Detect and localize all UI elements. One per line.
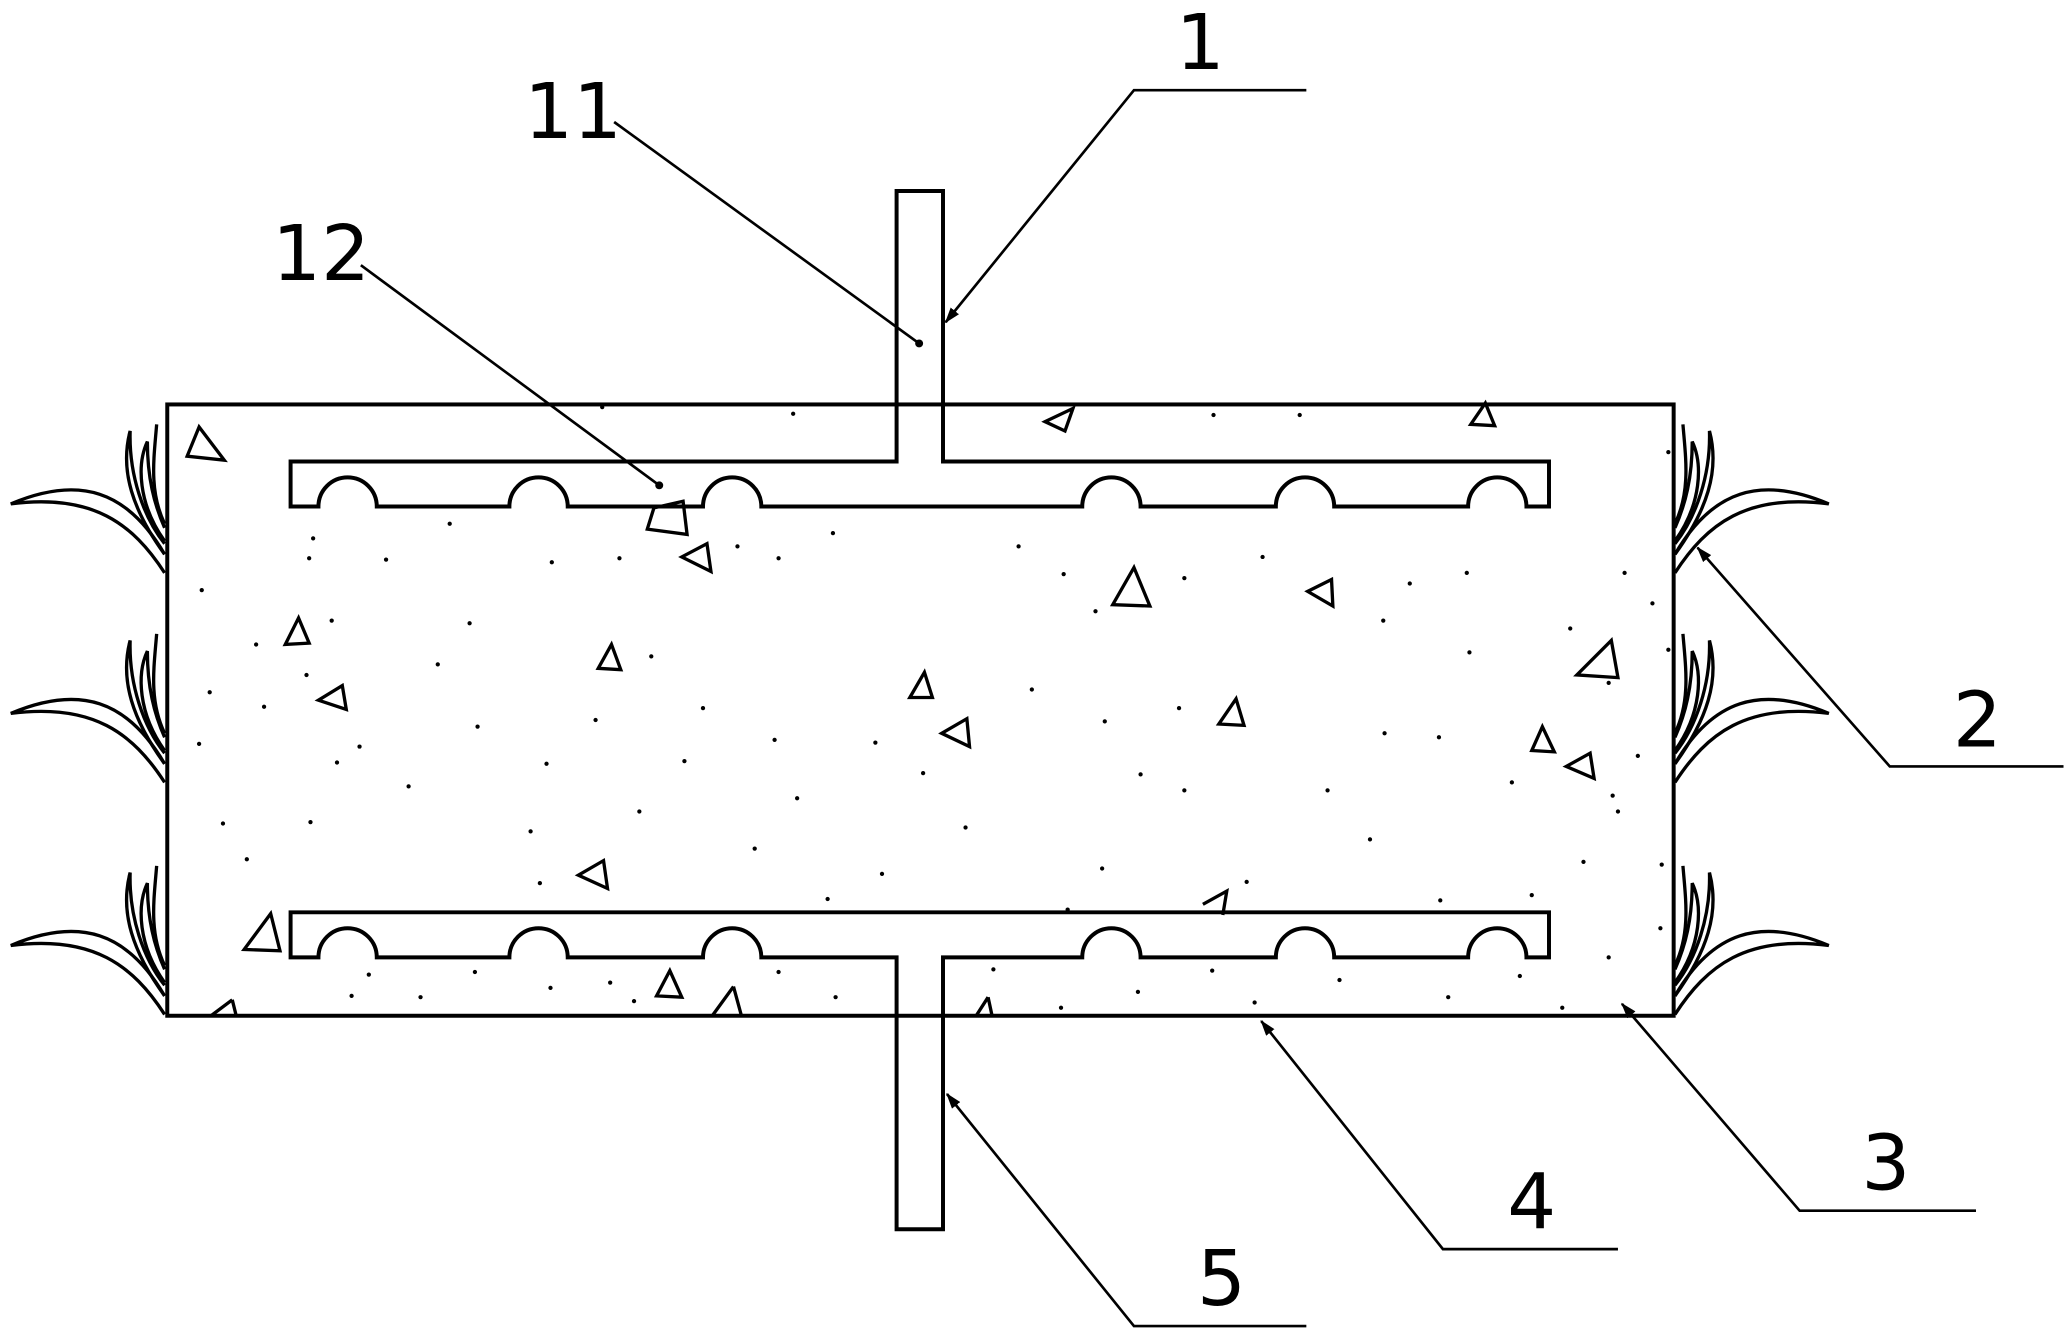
- leader-1: [944, 88, 1307, 324]
- label-3: 3: [1861, 1119, 1910, 1208]
- label-2: 2: [1953, 677, 2002, 766]
- label-11: 11: [524, 68, 622, 157]
- label-1: 1: [1176, 0, 1225, 88]
- leader-11: [613, 120, 920, 345]
- label-4: 4: [1507, 1158, 1556, 1247]
- leader-12: [360, 264, 661, 487]
- leader-lines: [360, 88, 2064, 1328]
- upper-distribution-pipe: [288, 188, 1551, 509]
- lower-collection-pipe: [288, 910, 1551, 1232]
- label-5: 5: [1197, 1235, 1246, 1324]
- leader-11-dot: [915, 339, 924, 348]
- leader-5: [945, 1092, 1307, 1328]
- aggregate-particles: [184, 399, 1620, 1018]
- grass-left: [10, 424, 167, 1016]
- leader-3: [1620, 1002, 1976, 1213]
- sand-dots: [196, 404, 1671, 1010]
- grass-right: [1673, 424, 1830, 1016]
- leader-12-dot: [655, 481, 664, 490]
- label-12: 12: [272, 210, 370, 299]
- leader-4: [1260, 1020, 1618, 1251]
- leader-2: [1696, 546, 2064, 768]
- concrete-block: [165, 402, 1676, 1018]
